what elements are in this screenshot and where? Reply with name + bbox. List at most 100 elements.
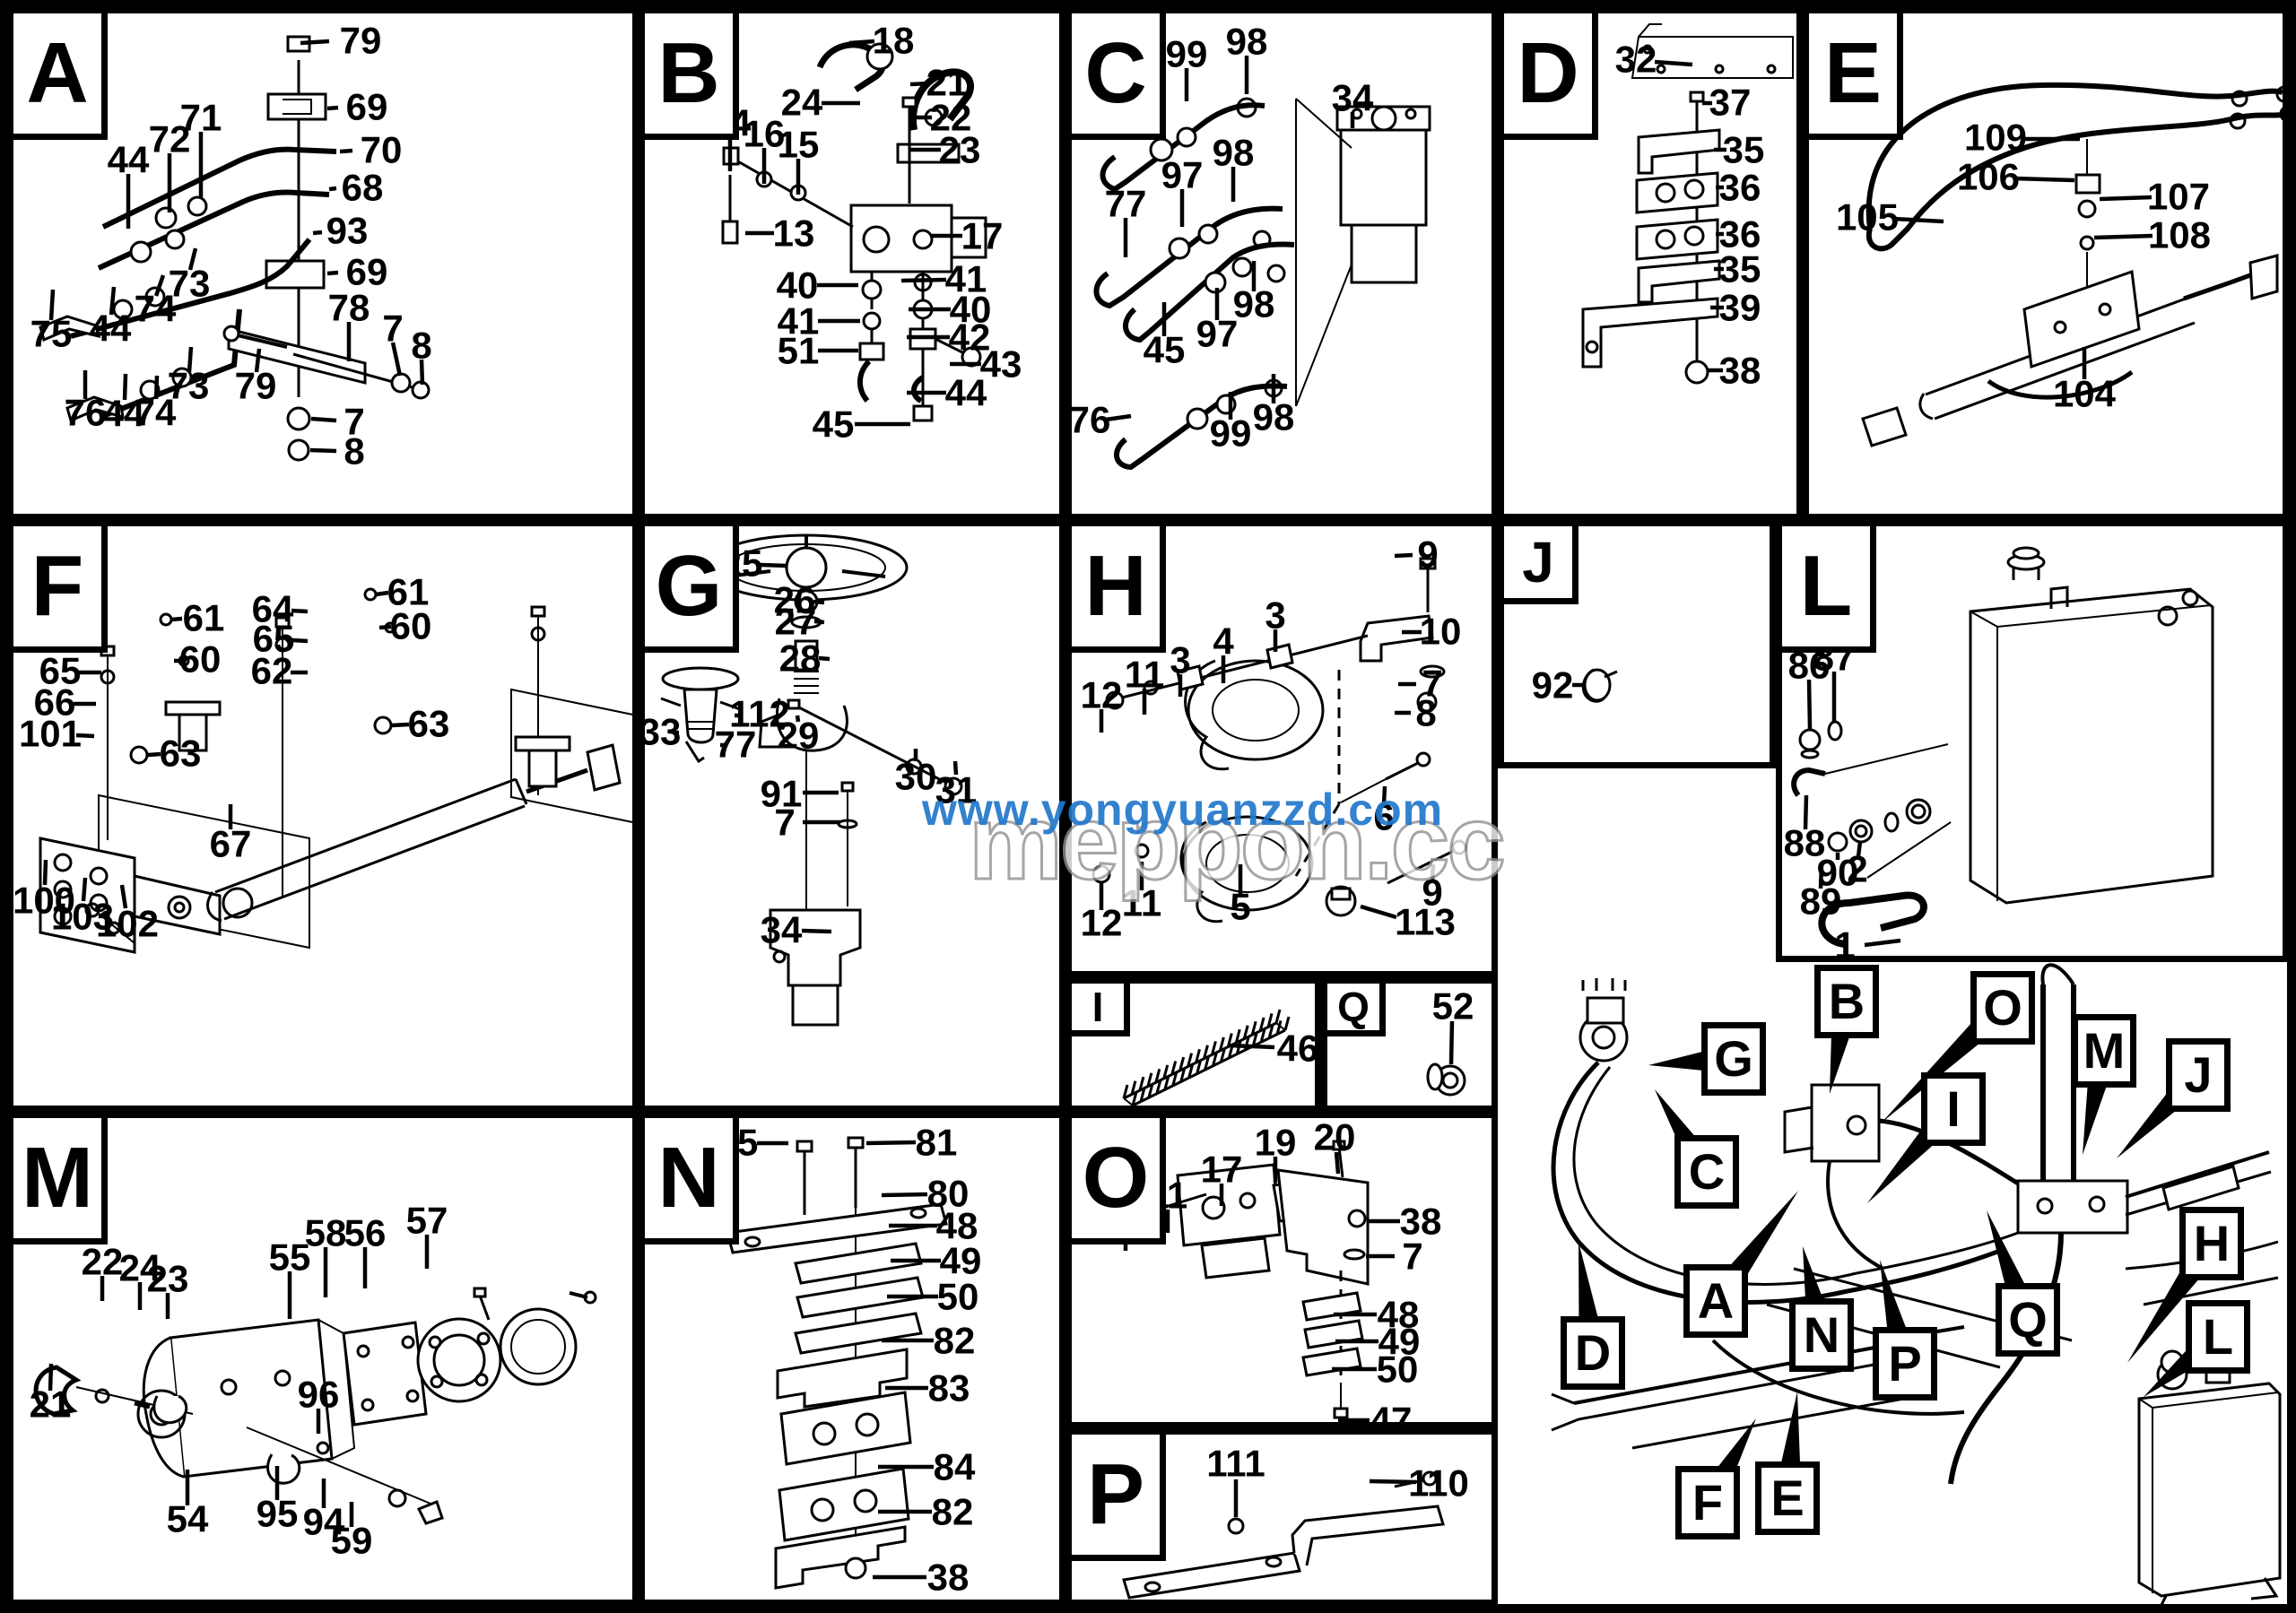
part-drawing [688,721,715,730]
part-drawing [1847,1248,2001,1294]
part-drawing [129,240,152,264]
part-label-108: 108 [2148,214,2211,256]
leader-line [153,375,160,400]
part-drawing [2137,1382,2282,1598]
panel-L-header: L [1776,520,1876,653]
panel-J-header: J [1498,520,1578,604]
part-drawing [356,1344,370,1358]
part-drawing [2088,1195,2106,1213]
part-drawing [70,238,312,339]
part-label-8: 8 [1415,692,1436,734]
part-drawing [1637,259,1721,304]
part-label-46: 46 [1277,1028,1319,1070]
part-drawing [2016,1179,2129,1235]
panel-Q-drawing: 52 [1426,985,1474,1097]
part-drawing [794,1242,923,1285]
part-label-74: 74 [135,288,177,330]
assembled-callout-A: A [1683,1264,1748,1338]
part-drawing [1578,1362,1880,1421]
leader-line [795,715,801,723]
part-drawing [787,698,801,710]
leader-line [813,619,825,625]
part-drawing [847,1136,865,1149]
part-label-72: 72 [149,118,191,160]
part-drawing [1105,690,1125,710]
part-drawing [510,1319,566,1375]
part-label-82: 82 [934,1320,976,1362]
leader-line [1864,938,1901,948]
part-label-1: 1 [1834,924,1855,967]
part-drawing [133,874,222,936]
part-drawing [1091,864,1111,884]
part-drawing [1810,1083,1881,1163]
part-drawing [1826,1160,1884,1270]
part-drawing [1134,843,1150,859]
part-label-9: 9 [1422,872,1442,914]
part-drawing [1337,1146,1344,1178]
part-drawing [316,1441,330,1455]
part-label-65: 65 [39,650,82,692]
part-drawing [1866,821,1952,879]
part-drawing [1131,1016,1291,1107]
part-drawing [1861,406,1908,447]
part-label-13: 13 [773,212,815,255]
part-label-111: 111 [1206,1443,1265,1485]
part-label-97: 97 [1161,154,1204,196]
part-label-23: 23 [147,1258,189,1300]
part-label-22: 22 [930,97,972,139]
part-drawing [98,913,135,944]
part-drawing [1969,587,2214,905]
leader-line [375,590,389,597]
part-drawing [1205,834,1290,893]
part-drawing [1239,1192,1257,1210]
part-label-23: 23 [939,129,981,171]
part-drawing [266,92,327,121]
part-drawing [33,1365,82,1417]
part-label-30: 30 [895,756,937,798]
panel-B-drawing: 18212422231416151317404140415142434445 [709,20,1022,446]
part-drawing [39,315,101,343]
leader-line [2013,176,2075,183]
part-drawing [274,637,291,653]
part-drawing [1631,1392,1929,1450]
part-drawing [1340,778,1387,803]
leader-line [1448,1020,1455,1065]
part-drawing [794,639,819,672]
part-drawing [1551,1061,1848,1305]
panel-C: C99987534989777984597769998 [1065,7,1498,520]
part-drawing [101,146,337,230]
part-drawing [53,853,73,872]
part-drawing [1714,64,1725,74]
part-label-17: 17 [1201,1149,1243,1191]
part-label-40: 40 [777,264,819,307]
part-drawing [478,1295,491,1321]
part-label-91: 91 [761,773,803,815]
part-label-49: 49 [940,1240,982,1282]
assembled-callout-O: O [1970,971,2035,1045]
leader-line [801,928,832,934]
part-label-34: 34 [761,909,803,951]
part-drawing [1347,1209,1367,1228]
leader-line [309,447,337,454]
panel-I-header: I [1065,977,1130,1036]
part-drawing [2098,302,2112,317]
part-drawing [1350,223,1418,284]
part-drawing [849,204,953,273]
panel-O: O192017111238748495047 [1065,1112,1498,1442]
callout-pointer-D [1578,1242,1603,1337]
assembled-callout-N: N [1789,1298,1854,1372]
part-label-73: 73 [169,263,211,305]
leader-line [122,373,128,401]
part-label-31: 31 [935,769,978,811]
panel-N-header: N [639,1112,739,1244]
part-drawing [1581,978,1627,991]
part-drawing [2049,585,2069,609]
assembled-callout-B: B [1814,965,1879,1038]
part-drawing [1583,668,1612,702]
part-drawing [1236,97,1257,118]
part-drawing [2183,273,2251,301]
